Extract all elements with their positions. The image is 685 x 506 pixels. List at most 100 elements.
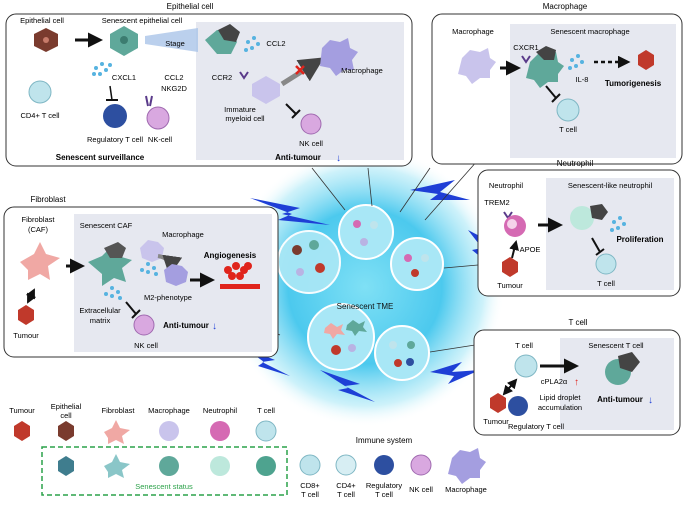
fibroblast-panel: Fibroblast Fibroblast (CAF) Tumour Senes… [3, 195, 279, 358]
cell-type-legend: Tumour Epithelial cell Fibroblast Macrop… [9, 402, 288, 496]
senescent-epithelial-label: Senescent epithelial cell [102, 16, 183, 25]
fibroblast-nk-label: NK cell [134, 341, 158, 350]
epithelial-cell-label: Epithelial cell [20, 16, 64, 25]
macrophage-label: Macrophage [452, 27, 494, 36]
fibroblast-panel-title: Fibroblast [30, 195, 66, 204]
nk-cell-right-label: NK cell [299, 139, 323, 148]
nk-cell-label: NK-cell [148, 135, 173, 144]
proliferation-label: Proliferation [616, 235, 663, 244]
immune-treg-label-1: Regulatory [366, 481, 403, 490]
antitumour-epithelial-label: Anti-tumour [275, 153, 321, 162]
legend-tumour-icon [14, 421, 30, 441]
tumorigenesis-label: Tumorigenesis [605, 79, 662, 88]
legend-epithelial-icon [58, 421, 74, 441]
blood-vessel-icon [220, 262, 260, 289]
blocked-cross-icon [295, 65, 305, 75]
m2-phenotype-label: M2-phenotype [144, 293, 192, 302]
cd4-tcell-label: CD4+ T cell [20, 111, 59, 120]
immune-nk-label: NK cell [409, 485, 433, 494]
legend-macrophage-label: Macrophage [148, 406, 190, 415]
immune-system-legend: Immune system CD8+ T cell CD4+ T cell Re… [299, 436, 487, 499]
cxcl1-label: CXCL1 [112, 73, 136, 82]
legend-tcell-icon [255, 420, 277, 442]
svg-text:↓: ↓ [212, 321, 217, 332]
legend-epithelial-label-2: cell [60, 411, 72, 420]
tcell-panel-title: T cell [569, 318, 588, 327]
neutrophil-panel-title: Neutrophil [557, 159, 594, 168]
tcell-panel: T cell T cell Senescent T cell cPLA2α ↑ … [473, 318, 681, 436]
ecm-label-2: matrix [90, 316, 111, 325]
legend-tumour-label: Tumour [9, 406, 35, 415]
angiogenesis-label: Angiogenesis [204, 251, 257, 260]
treg-icon [103, 104, 127, 128]
antitumour-tcell-label: Anti-tumour [597, 395, 643, 404]
lipid-label-2: accumulation [538, 403, 582, 412]
neutrophil-tcell-label: T cell [597, 279, 615, 288]
senescent-tcell-label: Senescent T cell [588, 341, 644, 350]
down-arrow-icon: ↓ [336, 153, 341, 164]
legend-tcell-label: T cell [257, 406, 275, 415]
immune-treg-label-2: T cell [375, 490, 393, 499]
tcell-tumour-label: Tumour [483, 417, 509, 426]
fibroblast-macrophage-label: Macrophage [162, 230, 204, 239]
neutrophil-label: Neutrophil [489, 181, 524, 190]
nk-cell-icon [146, 106, 170, 130]
legend-macrophage-icon [159, 421, 179, 441]
up-arrow-icon: ↑ [574, 377, 579, 388]
tcell-treg-label: Regulatory T cell [508, 422, 564, 431]
cd4-tcell-icon [28, 80, 52, 104]
macrophage-tcell-label: T cell [559, 125, 577, 134]
lipid-label-1: Lipid droplet [540, 393, 582, 402]
senescent-neutrophil-label: Senescent-like neutrophil [568, 181, 653, 190]
cxcr1-label: CXCR1 [513, 43, 538, 52]
immature-label-2: myeloid cell [225, 114, 265, 123]
senescent-caf-label: Senescent CAF [80, 221, 133, 230]
fibroblast-label-2: (CAF) [28, 225, 48, 234]
treg-label: Regulatory T cell [87, 135, 143, 144]
fibroblast-label-1: Fibroblast [22, 215, 56, 224]
neutrophil-panel: Neutrophil Neutrophil Senescent-like neu… [477, 159, 681, 297]
epithelial-panel: Epithelial cell Epithelial cell Senescen… [5, 2, 413, 167]
il8-label: IL-8 [576, 75, 589, 84]
immune-cd8-label-1: CD8+ [300, 481, 320, 490]
immune-cd4-label-1: CD4+ [336, 481, 356, 490]
senescent-surveillance-label: Senescent surveillance [56, 153, 145, 162]
legend-fibroblast-icon [104, 420, 130, 444]
legend-epithelial-label-1: Epithelial [51, 402, 82, 411]
apoe-label: APOE [520, 245, 541, 254]
senescent-tme-label: Senescent TME [337, 302, 394, 311]
ccr2-label: CCR2 [212, 73, 232, 82]
ecm-label-1: Extracellular [79, 306, 121, 315]
immature-label-1: Immature [224, 105, 256, 114]
neutrophil-tumour-label: Tumour [497, 281, 523, 290]
svg-text:↓: ↓ [648, 395, 653, 406]
nkg2d-label: NKG2D [161, 84, 187, 93]
immune-cd4-label-2: T cell [337, 490, 355, 499]
macrophage-label: Macrophage [341, 66, 383, 75]
immune-system-title: Immune system [356, 436, 413, 445]
fibroblast-tumour-label: Tumour [13, 331, 39, 340]
senescent-macrophage-label: Senescent macrophage [550, 27, 629, 36]
legend-neutrophil-icon [210, 421, 230, 441]
tcell-label: T cell [515, 341, 533, 350]
macrophage-panel: Macrophage Macrophage Senescent macropha… [431, 2, 683, 165]
senescent-status-box [41, 446, 288, 496]
stage-label: Stage [165, 39, 185, 48]
immune-macrophage-label: Macrophage [445, 485, 487, 494]
ccl2-left-label: CCL2 [164, 73, 183, 82]
cpla2-label: cPLA2α [541, 377, 568, 386]
legend-neutrophil-label: Neutrophil [203, 406, 238, 415]
antitumour-fibroblast-label: Anti-tumour [163, 321, 209, 330]
epithelial-panel-title: Epithelial cell [167, 2, 214, 11]
macrophage-icon [320, 38, 358, 76]
trem2-label: TREM2 [484, 198, 509, 207]
senescent-tme-hub: Senescent TME [225, 147, 505, 427]
legend-fibroblast-label: Fibroblast [102, 406, 136, 415]
tumour-icon [638, 50, 654, 70]
senescent-status-label: Senescent status [135, 482, 193, 491]
immune-cd8-label-2: T cell [301, 490, 319, 499]
ccl2-right-label: CCL2 [266, 39, 285, 48]
macrophage-panel-title: Macrophage [543, 2, 588, 11]
